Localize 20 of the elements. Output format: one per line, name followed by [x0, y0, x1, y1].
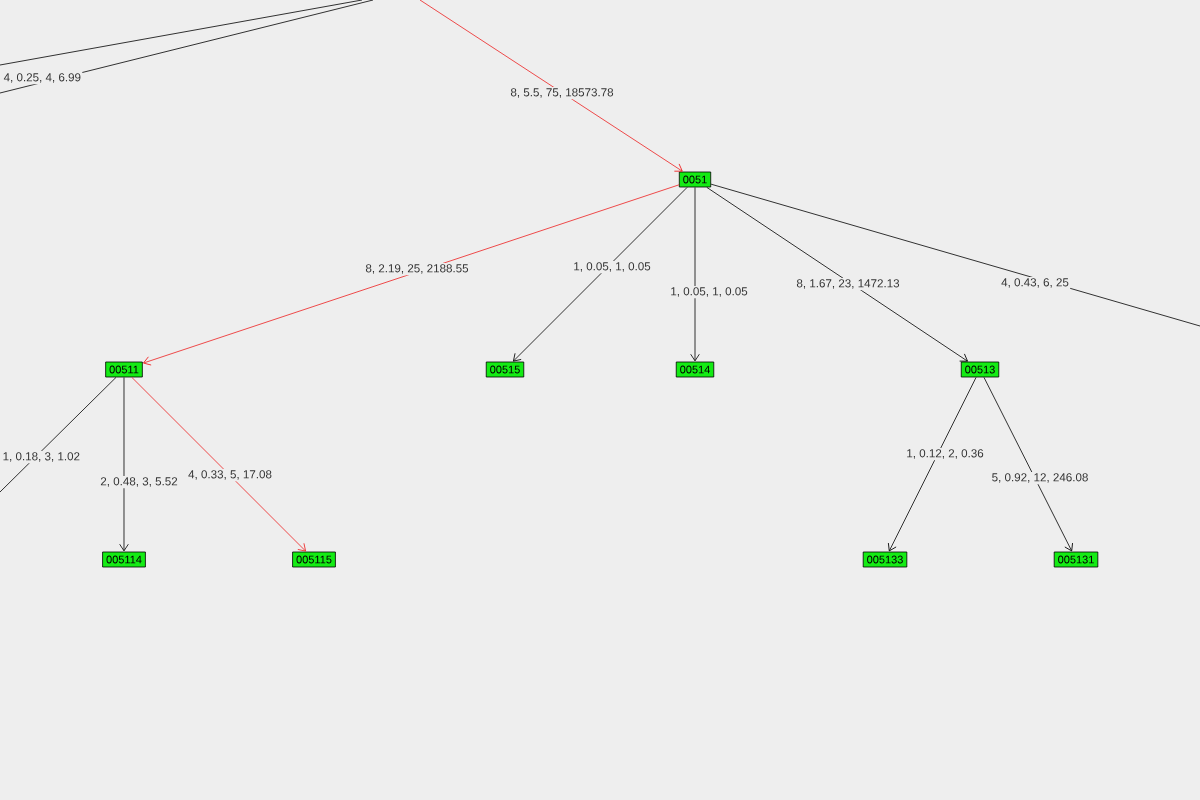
node-box: 00511 — [105, 361, 143, 378]
connector-line — [710, 183, 1200, 327]
arrow — [143, 184, 680, 366]
arrow — [983, 377, 1073, 552]
connector-line — [0, 377, 117, 493]
node-box: 00513 — [960, 361, 1000, 378]
node-box: 005115 — [292, 551, 336, 568]
node-box: 005133 — [862, 551, 908, 568]
node-box: 0051 — [678, 171, 712, 188]
node-box: 00515 — [485, 361, 525, 378]
node-box: 005114 — [102, 551, 146, 568]
node-box: 005131 — [1053, 551, 1099, 568]
arrow — [888, 377, 977, 552]
arrow — [690, 187, 700, 362]
arrow — [706, 187, 968, 362]
node-box: 00514 — [675, 361, 715, 378]
arrow — [119, 377, 129, 552]
arrow — [131, 377, 306, 552]
arrow — [419, 0, 683, 172]
arrow — [513, 187, 688, 362]
